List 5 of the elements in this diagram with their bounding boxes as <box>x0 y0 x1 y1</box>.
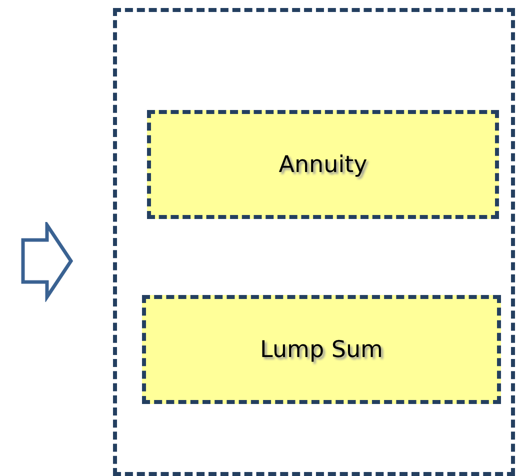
option-box <box>142 295 501 404</box>
option-label: Lump Sum <box>260 336 383 362</box>
option-label: Annuity <box>278 152 368 178</box>
dashed-frame <box>113 8 515 476</box>
option-box <box>147 110 499 219</box>
